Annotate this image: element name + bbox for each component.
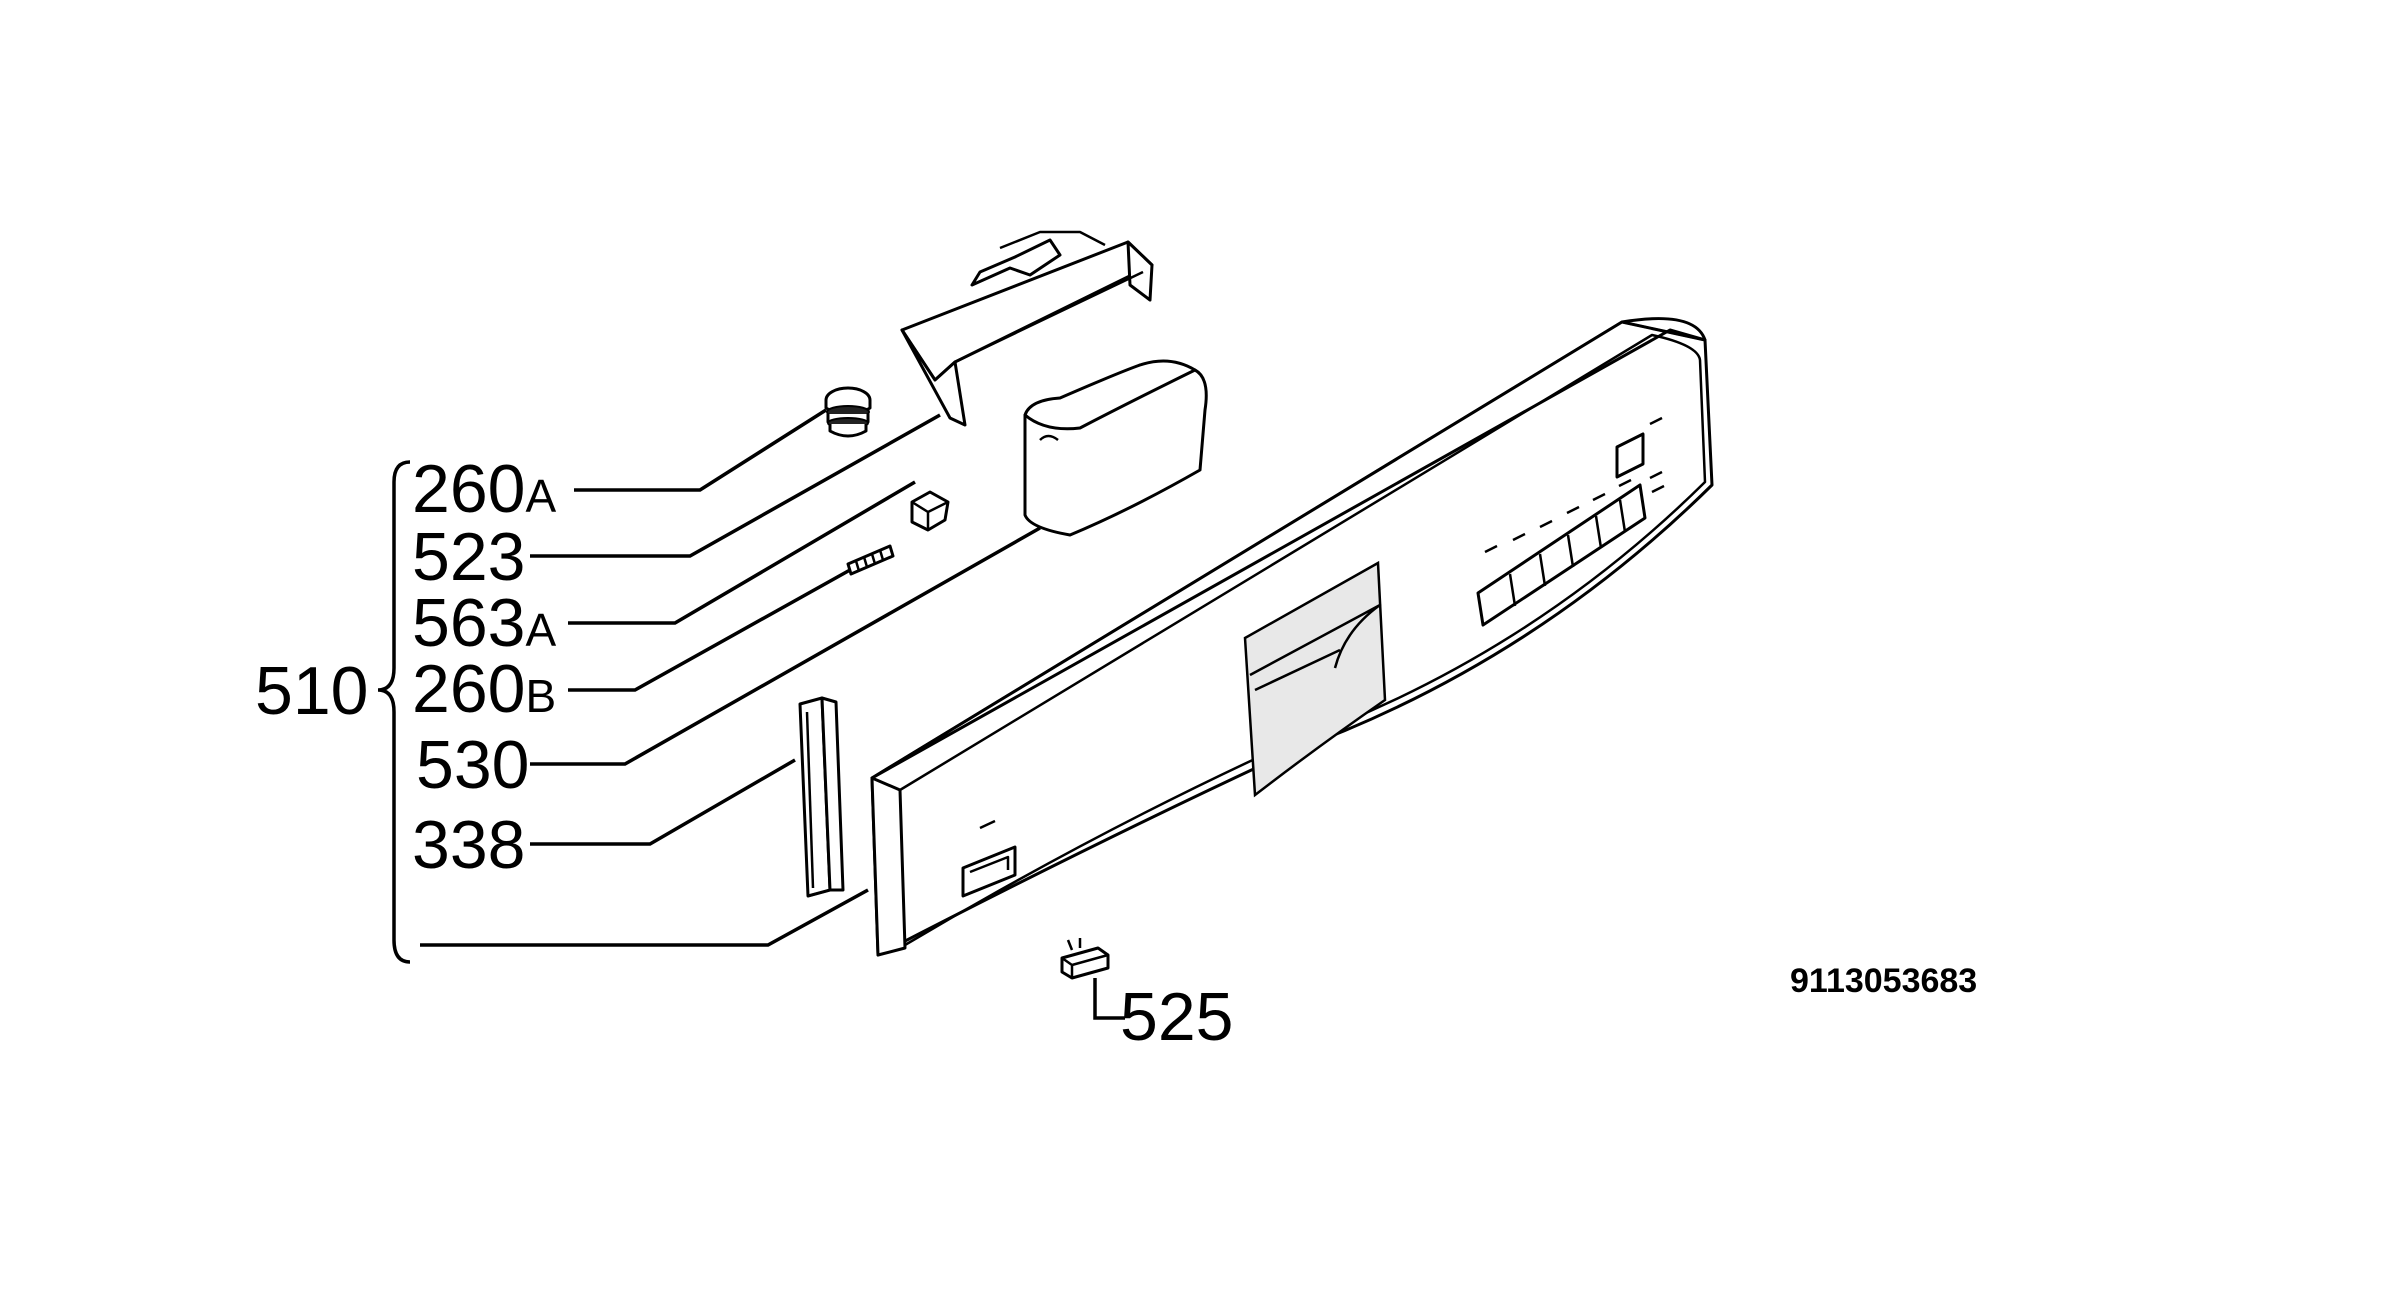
leader-530 — [530, 526, 1041, 766]
callout-labels: 260A 523 563A 260B 530 338 525 510 91130… — [255, 451, 1977, 1055]
connector-part-525[interactable] — [1060, 938, 1110, 980]
callout-563a: 563A — [412, 585, 556, 661]
strip-part-338[interactable] — [798, 696, 845, 898]
knob-part-260a[interactable] — [824, 386, 872, 438]
callout-260a: 260A — [412, 451, 556, 527]
leader-525 — [1093, 978, 1125, 1020]
cover-part-530[interactable] — [1023, 359, 1208, 537]
control-panel-part[interactable] — [870, 317, 1714, 957]
leader-510-panel — [420, 888, 869, 947]
callout-530: 530 — [416, 727, 529, 803]
callout-523: 523 — [412, 519, 525, 595]
drawing-number: 9113053683 — [1790, 962, 1977, 1000]
leader-563a — [568, 480, 916, 625]
leader-260b — [568, 568, 851, 692]
bracket-part-523[interactable] — [900, 230, 1154, 427]
callout-525: 525 — [1120, 979, 1233, 1055]
group-label-510: 510 — [255, 653, 368, 729]
spring-part-260b[interactable] — [846, 544, 895, 576]
clip-part-563a[interactable] — [910, 490, 950, 532]
leader-338 — [530, 758, 796, 846]
leader-lines — [420, 408, 1125, 1020]
callout-260b: 260B — [412, 651, 556, 727]
callout-338: 338 — [412, 807, 525, 883]
group-brace — [377, 460, 411, 964]
leader-260a — [574, 408, 827, 492]
leader-523 — [530, 413, 941, 558]
